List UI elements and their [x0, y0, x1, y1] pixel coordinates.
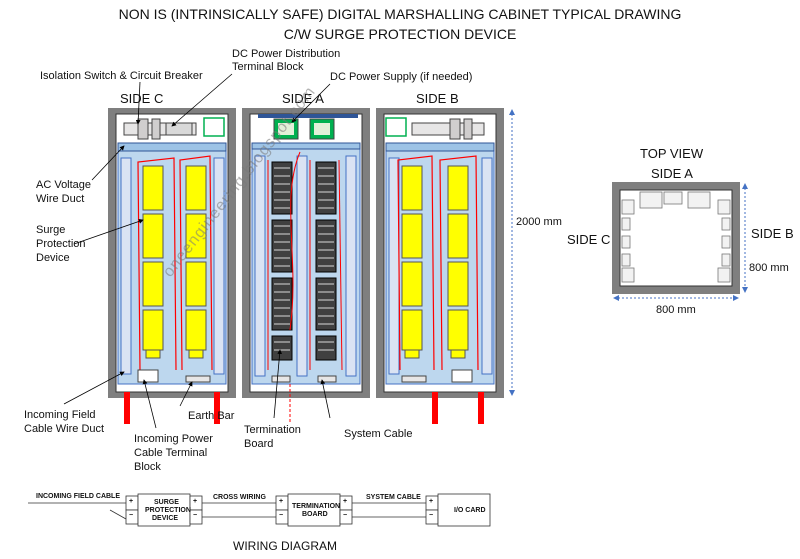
- wiring-diagram-shapes: [28, 493, 491, 527]
- top-view-width: 800 mm: [656, 304, 696, 316]
- spd-box-label-2: PROTECTION: [145, 507, 191, 514]
- io-minus: −: [429, 512, 434, 519]
- tb-out-plus: +: [343, 498, 348, 505]
- spd-box-label-1: SURGE: [154, 499, 179, 506]
- isolation-switch-label: Isolation Switch & Circuit Breaker: [40, 70, 203, 82]
- tb-out-minus: −: [343, 512, 348, 519]
- termination-board-label-2: Board: [244, 438, 274, 450]
- incoming-field-cable-label: INCOMING FIELD CABLE: [36, 493, 120, 500]
- earth-bar-label: Earth Bar: [188, 410, 235, 422]
- ac-duct-label-2: Wire Duct: [36, 193, 85, 205]
- height-dimension: 2000 mm: [516, 216, 562, 228]
- surge-label-3: Device: [36, 252, 70, 264]
- spd-out-plus: +: [193, 498, 198, 505]
- cabinet-side-b: [376, 108, 504, 424]
- side-a-label: SIDE A: [282, 91, 324, 106]
- title-line-1: NON IS (INTRINSICALLY SAFE) DIGITAL MARS…: [118, 6, 682, 22]
- top-view-side-b: SIDE B: [751, 226, 794, 241]
- system-cable-wiring-label: SYSTEM CABLE: [366, 494, 421, 501]
- spd-in-plus: +: [129, 498, 134, 505]
- termination-board-column-2: [315, 161, 337, 361]
- power-terminal-label-3: Block: [134, 461, 161, 473]
- top-view-depth: 800 mm: [749, 262, 789, 274]
- spd-out-minus: −: [193, 512, 198, 519]
- cabinet-side-a: [242, 108, 370, 398]
- power-terminal-label-2: Cable Terminal: [134, 447, 208, 459]
- spd-column-4: [447, 165, 469, 359]
- tb-in-plus: +: [279, 498, 284, 505]
- dc-power-supply-label: DC Power Supply (if needed): [330, 71, 473, 83]
- spd-column-1: [142, 165, 164, 359]
- top-view: [612, 182, 748, 301]
- system-cable-label: System Cable: [344, 428, 413, 440]
- ac-duct-label-1: AC Voltage: [36, 179, 92, 191]
- top-view-side-c: SIDE C: [567, 232, 611, 247]
- spd-column-2: [185, 165, 207, 359]
- io-plus: +: [429, 498, 434, 505]
- spd-box-label-3: DEVICE: [152, 515, 179, 522]
- title-line-2: C/W SURGE PROTECTION DEVICE: [283, 26, 517, 42]
- spd-in-minus: −: [129, 512, 134, 519]
- surge-label-1: Surge: [36, 224, 66, 236]
- power-terminal-label-1: Incoming Power: [134, 433, 213, 445]
- tb-box-label-2: BOARD: [302, 511, 328, 518]
- surge-label-2: Protection: [36, 238, 86, 250]
- tb-box-label-1: TERMINATION: [292, 503, 341, 510]
- tb-in-minus: −: [279, 512, 284, 519]
- field-duct-label-1: Incoming Field: [24, 409, 96, 421]
- top-view-side-a: SIDE A: [651, 166, 693, 181]
- spd-column-3: [401, 165, 423, 359]
- side-b-label: SIDE B: [416, 91, 459, 106]
- side-c-label: SIDE C: [120, 91, 164, 106]
- dc-distribution-label-2: Terminal Block: [232, 61, 304, 73]
- cross-wiring-label: CROSS WIRING: [213, 494, 266, 501]
- termination-board-label-1: Termination: [244, 424, 301, 436]
- top-view-title: TOP VIEW: [640, 146, 704, 161]
- io-card-label: I/O CARD: [454, 507, 486, 514]
- wiring-diagram-caption: WIRING DIAGRAM: [233, 539, 337, 553]
- dc-distribution-label-1: DC Power Distribution: [232, 48, 341, 60]
- field-duct-label-2: Cable Wire Duct: [24, 423, 105, 435]
- cabinet-side-c: [108, 108, 236, 424]
